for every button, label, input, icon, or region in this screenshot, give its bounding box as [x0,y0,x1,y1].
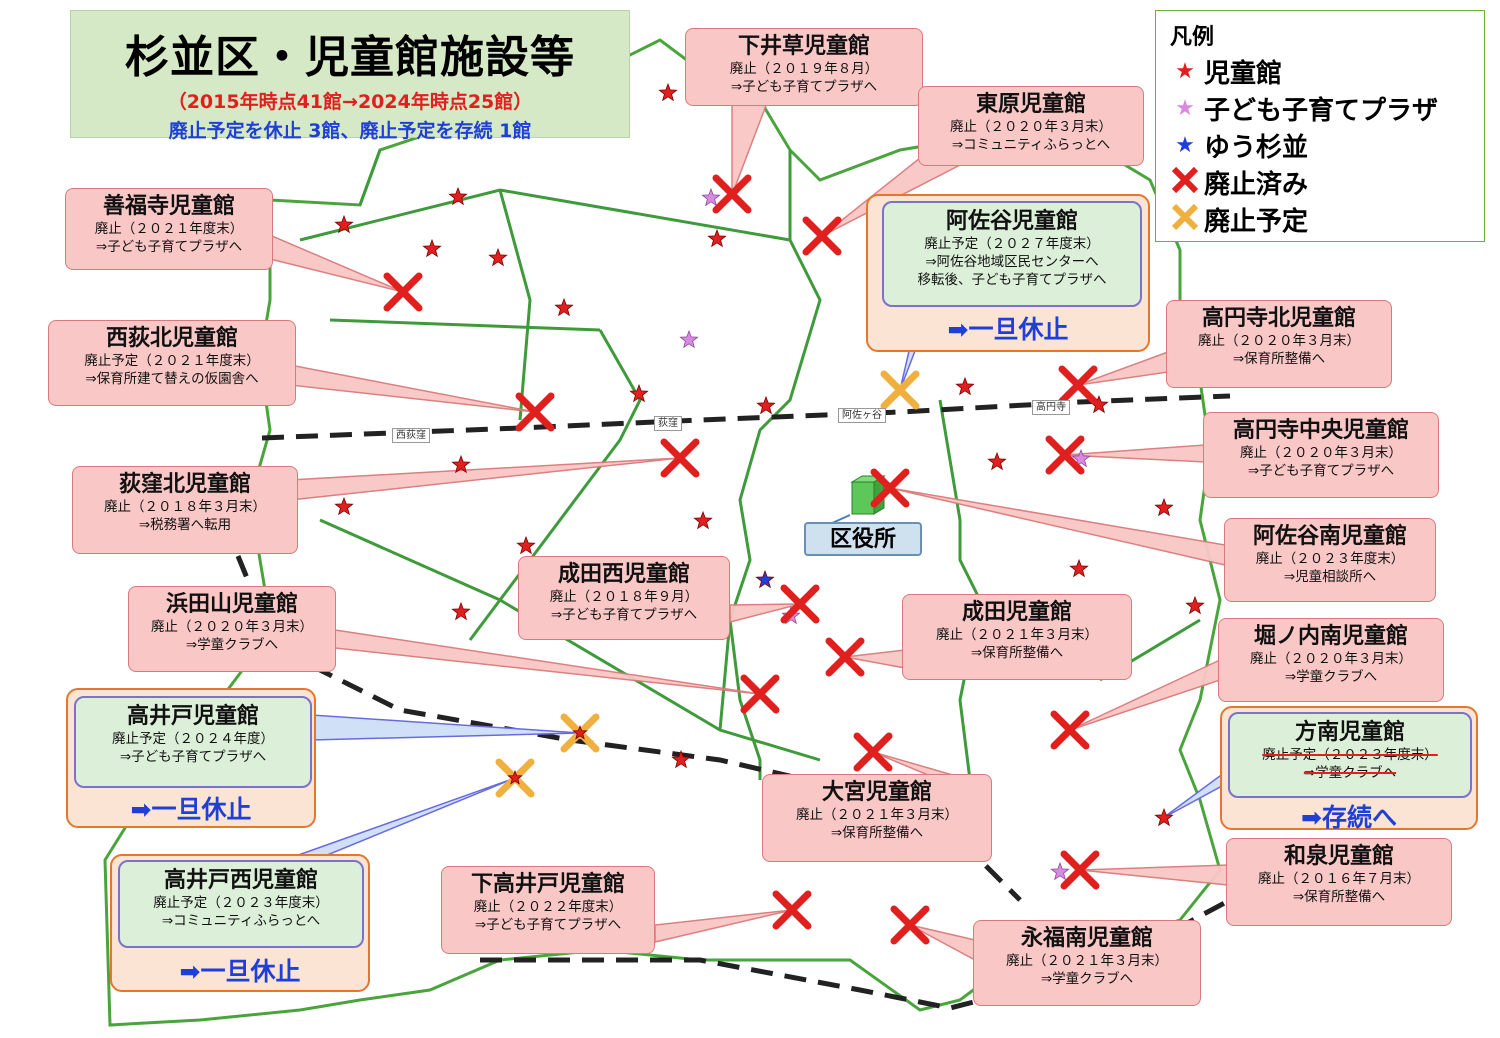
callout-higashihara: 東原児童館廃止（２０２０年３月末）⇒コミュニティふらっとへ [918,86,1144,166]
jidokan-star-icon [955,376,975,396]
jidokan-star-icon [1185,595,1205,615]
legend-title: 凡例 [1170,25,1215,50]
jidokan-star-icon [987,451,1007,471]
abolished-cross-icon [870,468,910,508]
legend: 凡例 ★児童館 ★子ども子育てプラザ ★ゆう杉並 廃止済み 廃止予定 [1155,10,1485,242]
plaza-star-icon [701,187,721,207]
blue-star-icon: ★ [1175,133,1195,158]
jidokan-star-icon [572,724,588,740]
jidokan-star-icon [516,535,536,555]
yu-suginami-star-icon [755,569,775,589]
inner-takaido: 高井戸児童館廃止予定（２０２４年度）⇒子ども子育てプラザへ [74,696,312,788]
jidokan-star-icon [451,454,471,474]
jidokan-star-icon [507,769,523,785]
jidokan-star-icon [422,238,442,258]
jidokan-star-icon [629,383,649,403]
planned-cross-icon [880,370,920,410]
title-subtitle-status: 廃止予定を休止 3館、廃止予定を存続 1館 [168,120,532,142]
railway-chuo [261,393,1231,441]
abolished-cross-icon [1060,850,1100,890]
jidokan-star-icon [1069,558,1089,578]
abolished-cross-icon [712,174,752,214]
status-takaidonishi: ➡一旦休止 [179,957,301,986]
legend-item-planned: 廃止予定 [1170,201,1470,238]
abolished-cross-icon [825,637,865,677]
title-subtitle-count: （2015年時点41館→2024年時点25館） [167,91,533,113]
abolished-cross-icon [1058,365,1098,405]
red-star-icon: ★ [1175,59,1195,84]
title-box: 杉並区・児童館施設等 （2015年時点41館→2024年時点25館） 廃止予定を… [70,10,630,142]
callout-izumi: 和泉児童館廃止（２０１６年７月末）⇒保育所整備へ [1226,838,1452,926]
station-koenji: 高円寺 [1032,400,1070,415]
jidokan-star-icon [1154,497,1174,517]
abolished-cross-icon [772,890,812,930]
callout-zenpukuji: 善福寺児童館廃止（２０２１年度末）⇒子ども子育てプラザへ [65,188,273,270]
abolished-cross-icon [660,438,700,478]
abolished-cross-icon [802,216,842,256]
abolished-cross-icon [890,905,930,945]
ward-office-label: 区役所 [804,522,922,556]
jidokan-star-icon [488,247,508,267]
callout-nishiogikita: 西荻北児童館廃止予定（２０２１年度末）⇒保育所建て替えの仮園舎へ [48,320,296,406]
inner-takaidonishi: 高井戸西児童館廃止予定（２０２３年度末）⇒コミュニティふらっとへ [118,860,364,948]
abolished-cross-icon [740,674,780,714]
jidokan-star-icon [1154,807,1174,827]
status-asagaya: ➡一旦休止 [947,315,1069,344]
plaza-star-icon [1071,448,1091,468]
station-ogikubo: 荻窪 [654,416,682,431]
inner-honan: 方南児童館廃止予定（２０２３年度末）⇒学童クラブへ [1228,712,1472,798]
pink-star-icon: ★ [1175,96,1195,121]
callout-leaders [257,94,1229,962]
legend-item-abolished: 廃止済み [1170,164,1470,201]
plaza-star-icon [1050,861,1070,881]
jidokan-star-icon [671,749,691,769]
callout-eifukuminami: 永福南児童館廃止（２０２１年３月末）⇒学童クラブへ [973,920,1201,1006]
orange-cross-icon [1170,203,1200,237]
legend-item-yu-suginami: ★ゆう杉並 [1170,127,1470,164]
callout-omiya: 大宮児童館廃止（２０２１年３月末）⇒保育所整備へ [762,774,992,862]
jidokan-star-icon [334,496,354,516]
callout-shimoigusa: 下井草児童館廃止（２０１９年８月）⇒子ども子育てプラザへ [685,28,923,106]
abolished-cross-icon [780,584,820,624]
abolished-cross-icon [1050,710,1090,750]
callout-horinouchiminami: 堀ノ内南児童館廃止（２０２０年３月末）⇒学童クラブへ [1218,618,1444,702]
legend-item-jidokan: ★児童館 [1170,53,1470,90]
callout-koenjichuo: 高円寺中央児童館廃止（２０２０年３月末）⇒子ども子育てプラザへ [1203,412,1439,498]
callout-naritanishi: 成田西児童館廃止（２０１８年９月）⇒子ども子育てプラザへ [518,556,730,640]
status-takaido: ➡一旦休止 [130,795,252,824]
jidokan-star-icon [554,297,574,317]
jidokan-star-icon [693,510,713,530]
callout-hamadayama: 浜田山児童館廃止（２０２０年３月末）⇒学童クラブへ [128,586,336,672]
abolished-cross-icon [515,392,555,432]
plaza-star-icon [679,329,699,349]
red-cross-icon [1170,166,1200,200]
abolished-cross-icon [383,272,423,312]
callout-shimotakaido: 下高井戸児童館廃止（２０２２年度末）⇒子ども子育てプラザへ [441,866,655,954]
status-honan: ➡存続へ [1301,803,1397,832]
station-asagaya: 阿佐ヶ谷 [838,408,886,423]
callout-ogikubokita: 荻窪北児童館廃止（２０１８年３月末）⇒税務署へ転用 [72,466,298,554]
callout-narita: 成田児童館廃止（２０２１年３月末）⇒保育所整備へ [902,594,1132,680]
jidokan-star-icon [756,395,776,415]
jidokan-star-icon [451,601,471,621]
callout-koenjikita: 高円寺北児童館廃止（２０２０年３月末）⇒保育所整備へ [1166,300,1392,388]
legend-item-plaza: ★子ども子育てプラザ [1170,90,1470,127]
jidokan-star-icon [658,82,678,102]
jidokan-star-icon [334,214,354,234]
callout-asagayaminami: 阿佐谷南児童館廃止（２０２３年度末）⇒児童相談所へ [1224,518,1436,602]
jidokan-star-icon [707,228,727,248]
abolished-cross-icon [853,732,893,772]
jidokan-star-icon [448,186,468,206]
station-nishiogikubo: 西荻窪 [392,428,430,443]
page-title: 杉並区・児童館施設等 [125,32,575,83]
inner-asagaya: 阿佐谷児童館廃止予定（２０２７年度末）⇒阿佐谷地域区民センターへ移転後、子ども子… [882,201,1142,307]
abolished-cross-icon [1045,435,1085,475]
